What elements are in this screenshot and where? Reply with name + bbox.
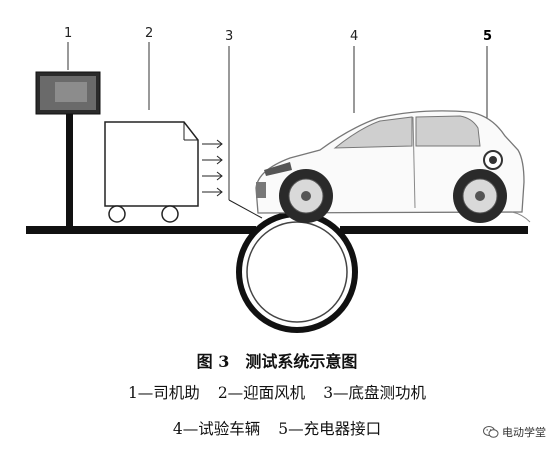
floor-right: [340, 226, 528, 234]
roller-inner: [246, 221, 348, 323]
fan-wheel-right: [161, 205, 179, 223]
driver-assist-monitor: [35, 71, 101, 228]
legend-line-1: 1—司机助 2—迎面风机 3—底盘测功机: [0, 381, 554, 403]
wechat-icon: [483, 426, 499, 438]
monitor-screen-content: [55, 82, 87, 102]
floor: [26, 226, 528, 234]
front-grille: [256, 182, 266, 198]
airflow-arrow-3: [202, 171, 223, 181]
label-3: 3: [225, 29, 233, 200]
legend-item-2: 2—迎面风机: [217, 384, 306, 402]
legend-item-4: 4—试验车辆: [172, 420, 261, 438]
fan-wheel-left: [108, 205, 126, 223]
legend-item-5: 5—充电器接口: [278, 420, 382, 438]
label-1-text: 1: [64, 26, 72, 41]
monitor-post: [66, 110, 73, 228]
charging-cable: [511, 211, 531, 223]
label-1: 1: [64, 26, 72, 70]
door-line: [412, 116, 416, 209]
watermark: 电动学堂: [483, 424, 546, 440]
fan-housing: [104, 121, 199, 207]
rear-wheel: [453, 169, 507, 223]
front-wheel: [279, 169, 333, 223]
test-vehicle: [255, 110, 531, 223]
legend-line-2: 4—试验车辆 5—充电器接口: [0, 417, 554, 439]
airflow-arrow-4: [202, 187, 223, 197]
floor-left: [26, 226, 256, 234]
label-3-text: 3: [225, 29, 233, 44]
rear-window: [415, 115, 481, 147]
legend-item-3: 3—底盘测功机: [323, 384, 427, 402]
headlight: [264, 162, 292, 176]
airflow-arrows: [202, 139, 223, 197]
label-4-text: 4: [350, 29, 358, 44]
test-system-diagram: 1 2 3 4 5: [26, 26, 531, 333]
label-5-text: 5: [483, 29, 492, 44]
label-2-text: 2: [145, 26, 153, 41]
label-4: 4: [350, 29, 358, 113]
watermark-text: 电动学堂: [502, 426, 546, 439]
airflow-arrow-2: [202, 155, 223, 165]
front-window: [333, 116, 413, 149]
headwind-fan: [104, 121, 199, 223]
airflow-arrow-1: [202, 139, 223, 149]
chassis-dynamometer-roller: [236, 211, 358, 333]
dyno-pointer: [228, 199, 263, 219]
figure-caption-title: 图 3 测试系统示意图: [196, 352, 358, 371]
legend-item-1: 1—司机助: [127, 384, 200, 402]
label-2: 2: [145, 26, 153, 110]
